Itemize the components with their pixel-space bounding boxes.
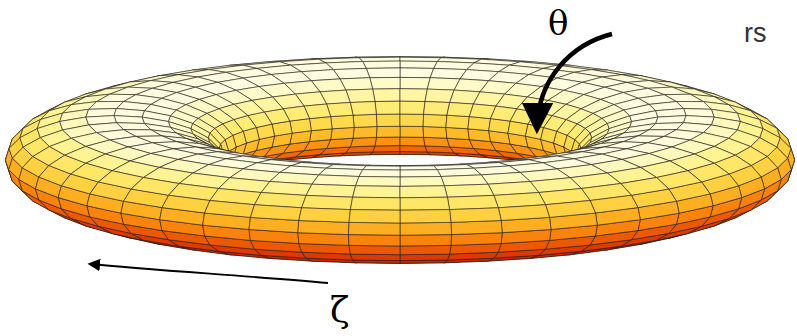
mesh-cell: [400, 186, 447, 198]
mesh-cell: [590, 195, 638, 213]
mesh-cell: [425, 89, 454, 102]
mesh-cell: [363, 61, 400, 68]
mesh-cell: [331, 127, 354, 139]
mesh-cell: [423, 127, 447, 139]
mesh-cell: [370, 77, 400, 89]
mesh-cell: [400, 235, 452, 246]
mesh-cell: [400, 126, 424, 137]
mesh-cell: [400, 101, 425, 114]
mesh-cell: [400, 177, 444, 187]
mesh-cell: [373, 89, 400, 102]
mesh-cell: [400, 57, 441, 61]
mesh-cell: [423, 114, 447, 127]
axis-label: θ: [548, 6, 568, 40]
mesh-cell: [375, 137, 400, 146]
torus-mesh: [5, 57, 794, 264]
mesh-cell: [366, 68, 400, 78]
mesh-cell: [424, 102, 450, 116]
mesh-cell: [656, 116, 686, 124]
mesh-cell: [350, 102, 376, 116]
mesh-cell: [349, 222, 401, 235]
mesh-cell: [373, 146, 400, 152]
theta-arrow: [537, 34, 612, 128]
mesh-cell: [349, 210, 400, 223]
mesh-cell: [447, 103, 474, 117]
mesh-cell: [299, 208, 351, 223]
mesh-cell: [400, 68, 434, 78]
mesh-cell: [376, 114, 400, 127]
mesh-cell: [310, 117, 333, 131]
mesh-cell: [444, 184, 494, 197]
mesh-cell: [353, 127, 377, 139]
mesh-cell: [400, 61, 437, 68]
mesh-cell: [114, 116, 144, 124]
mesh-cell: [205, 201, 255, 218]
mesh-cell: [400, 210, 451, 223]
mesh-cell: [327, 103, 354, 117]
zeta-arrow: [90, 264, 328, 283]
mesh-cell: [498, 205, 549, 221]
mesh-cell: [250, 205, 301, 221]
mesh-cell: [400, 77, 430, 89]
mesh-cell: [162, 195, 210, 213]
mesh-cell: [298, 221, 349, 235]
mesh-cell: [359, 170, 400, 177]
mesh-cell: [353, 186, 400, 198]
mesh-cell: [400, 137, 425, 146]
mesh-cell: [350, 197, 400, 210]
axis-label: ζ: [330, 292, 350, 328]
mesh-cell: [376, 126, 400, 137]
mesh-cell: [349, 235, 401, 246]
mesh-cell: [451, 221, 502, 235]
mesh-cell: [424, 137, 450, 147]
mesh-cell: [446, 127, 469, 139]
mesh-cell: [346, 89, 375, 102]
mesh-cell: [350, 137, 376, 147]
mesh-cell: [400, 197, 450, 210]
mesh-cell: [446, 115, 469, 129]
mesh-cell: [349, 245, 400, 254]
mesh-cell: [450, 208, 502, 223]
mesh-cell: [302, 195, 353, 209]
mesh-cell: [400, 245, 451, 254]
axis-label: rs: [744, 20, 767, 47]
mesh-cell: [400, 114, 424, 127]
mesh-cell: [400, 146, 427, 152]
mesh-cell: [400, 254, 450, 261]
mesh-cell: [400, 222, 452, 235]
mesh-cell: [353, 114, 377, 127]
mesh-cell: [546, 201, 596, 218]
mesh-cell: [350, 254, 400, 261]
mesh-cell: [400, 170, 441, 177]
mesh-cell: [375, 101, 400, 114]
mesh-cell: [356, 177, 400, 187]
mesh-cell: [306, 184, 356, 197]
mesh-cell: [400, 89, 427, 102]
mesh-cell: [468, 117, 491, 131]
mesh-cell: [359, 57, 400, 61]
mesh-cell: [331, 115, 354, 129]
mesh-cell: [447, 195, 498, 209]
